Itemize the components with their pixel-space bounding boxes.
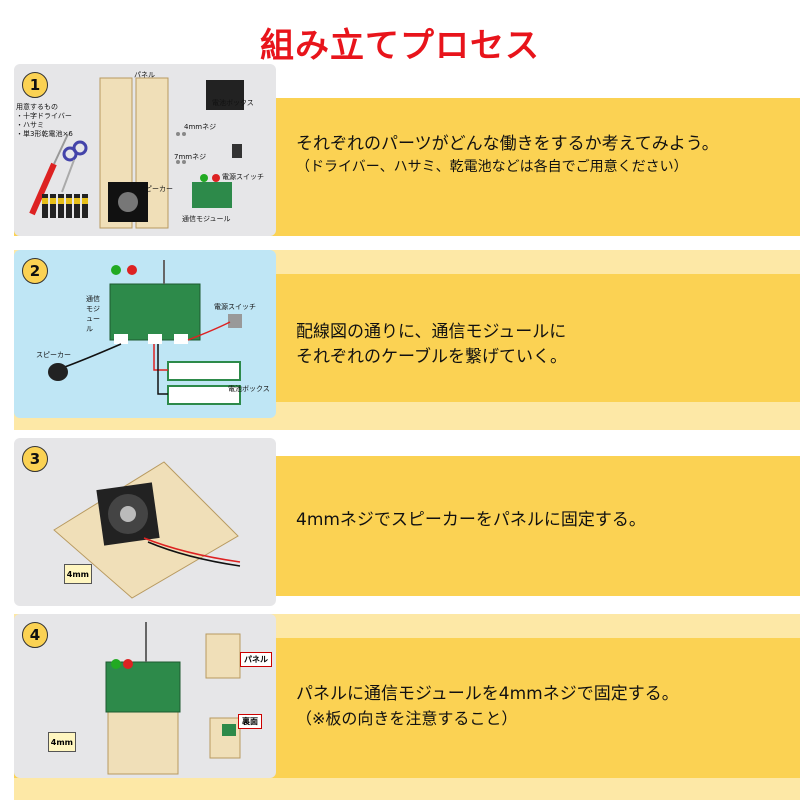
step-text-2: それぞれのケーブルを繋げていく。 xyxy=(296,346,567,367)
tools-title: 用意するもの xyxy=(16,103,58,111)
step-text: それぞれのパーツがどんな働きをするか考えてみよう。 xyxy=(296,134,719,154)
label-panel: パネル xyxy=(240,652,272,667)
step-1: 1 xyxy=(14,64,800,236)
step-number: 3 xyxy=(22,446,48,472)
step-3: 3 4mm 4mmネジでスピーカーをパネルに固定する。 xyxy=(14,438,800,608)
label-speaker: スピーカー xyxy=(138,185,173,193)
tool-item: ・十字ドライバー xyxy=(16,112,72,120)
step-subtext: （ドライバー、ハサミ、乾電池などは各自でご用意ください） xyxy=(296,158,688,175)
label-battery-box: 電池ボックス xyxy=(212,99,254,107)
step-1-description: それぞれのパーツがどんな働きをするか考えてみよう。 （ドライバー、ハサミ、乾電池… xyxy=(296,132,796,177)
label-power-switch: 電源スイッチ xyxy=(214,303,256,311)
speaker-panel-illustration xyxy=(53,461,241,599)
label-speaker: スピーカー xyxy=(36,351,71,359)
step-text: 4mmネジでスピーカーをパネルに固定する。 xyxy=(296,510,646,530)
step-3-photo: 3 4mm xyxy=(14,438,276,606)
step-2-description: 配線図の通りに、通信モジュールに それぞれのケーブルを繋げていく。 xyxy=(296,320,796,369)
tool-item: ・ハサミ xyxy=(16,121,44,129)
wiring-diagram xyxy=(48,260,242,405)
label-back: 裏面 xyxy=(238,714,262,729)
step-4: 4 パネル 裏面 4mm パネルに通信モジュールを4mmネジで固定する。 （※板… xyxy=(14,614,800,800)
step-text: パネルに通信モジュールを4mmネジで固定する。 xyxy=(296,684,679,704)
label-screw-4mm: 4mmネジ xyxy=(184,123,217,131)
module-panel-illustration xyxy=(105,622,241,775)
label-power-switch: 電源スイッチ xyxy=(222,173,264,181)
tool-item: ・単3形乾電池×6 xyxy=(16,130,73,138)
step-2: 2 通信モジュール 電源スイッチ スピーカー 電池ボックス 配線図の通りに、通信… xyxy=(14,250,800,430)
label-battery-box: 電池ボックス xyxy=(228,385,270,393)
label-comm-module: 通信モジュール xyxy=(182,215,231,223)
step-number: 2 xyxy=(22,258,48,284)
step-3-description: 4mmネジでスピーカーをパネルに固定する。 xyxy=(296,508,796,533)
step-text: 配線図の通りに、通信モジュールに xyxy=(296,322,567,342)
step-1-photo: 1 xyxy=(14,64,276,236)
step-number: 1 xyxy=(22,72,48,98)
step-subtext: （※板の向きを注意すること） xyxy=(296,708,518,728)
screw-4mm-badge: 4mm xyxy=(48,732,76,752)
step-band-bottom xyxy=(14,778,800,800)
step-4-description: パネルに通信モジュールを4mmネジで固定する。 （※板の向きを注意すること） xyxy=(296,682,796,730)
parts-illustration xyxy=(29,77,244,229)
label-panel: パネル xyxy=(134,71,155,79)
screw-4mm-badge: 4mm xyxy=(64,564,92,584)
step-number: 4 xyxy=(22,622,48,648)
step-2-photo: 2 通信モジュール 電源スイッチ スピーカー 電池ボックス xyxy=(14,250,276,418)
page-title: 組み立てプロセス xyxy=(260,26,540,66)
step-4-photo: 4 パネル 裏面 4mm xyxy=(14,614,276,778)
label-comm-module: 通信モジュール xyxy=(86,295,100,333)
label-screw-7mm: 7mmネジ xyxy=(174,153,207,161)
